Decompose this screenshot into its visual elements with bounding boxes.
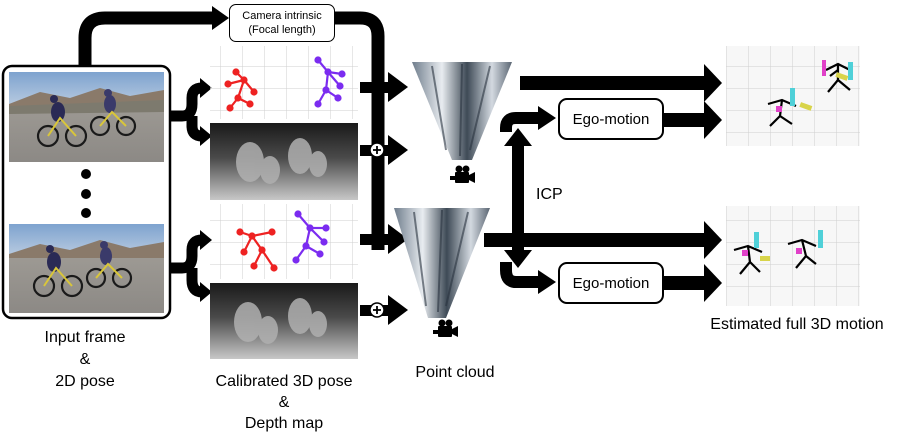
pose-2d-label: 2D pose (55, 373, 115, 390)
ego-motion-top-label: Ego-motion (572, 110, 650, 128)
pointcloud-out-arrows (484, 64, 722, 259)
input-amp-label: & (79, 351, 91, 368)
camera-intrinsic-box: Camera intrinsic (Focal length) (229, 4, 335, 42)
calibrated-pose-label: Calibrated 3D pose (215, 373, 353, 390)
pose-panel-bottom (210, 204, 358, 279)
ego-motion-top-box: Ego-motion (558, 98, 664, 140)
pose-panel-top (210, 46, 358, 119)
ego-feeder-arrows (500, 112, 540, 288)
estimated-motion-label: Estimated full 3D motion (710, 316, 884, 333)
result-panel-bottom (726, 206, 860, 306)
camera-icon (450, 165, 475, 183)
split-arrow-heads (200, 78, 212, 302)
icp-arrow (504, 128, 532, 268)
input-frame-top (9, 72, 164, 162)
split-arrows (170, 82, 203, 298)
intrinsic-arrow (78, 11, 385, 250)
point-cloud-top (412, 62, 512, 160)
input-frame-bottom (9, 224, 164, 313)
depth-map-top (210, 123, 358, 200)
depth-map-label: Depth map (244, 415, 324, 432)
point-cloud-label: Point cloud (415, 364, 495, 381)
ego-motion-bottom-label: Ego-motion (572, 274, 650, 292)
ego-feeder-heads (538, 106, 556, 294)
ego-out-arrows (664, 101, 722, 302)
ellipsis-dots (81, 169, 91, 218)
ego-motion-bottom-box: Ego-motion (558, 262, 664, 304)
camera-icon (433, 319, 458, 337)
icp-label: ICP (536, 186, 563, 203)
camera-intrinsic-line1: Camera intrinsic (242, 10, 322, 22)
plus-icon (369, 142, 385, 158)
intrinsic-arrow-head (212, 6, 229, 30)
depth-map-bottom (210, 283, 358, 359)
point-cloud-bottom (394, 208, 490, 318)
camera-intrinsic-line2: (Focal length) (248, 24, 316, 36)
result-panel-top (726, 46, 860, 146)
input-frame-label: Input frame (44, 329, 126, 346)
calibrated-amp-label: & (278, 394, 290, 411)
plus-icon (369, 302, 385, 318)
